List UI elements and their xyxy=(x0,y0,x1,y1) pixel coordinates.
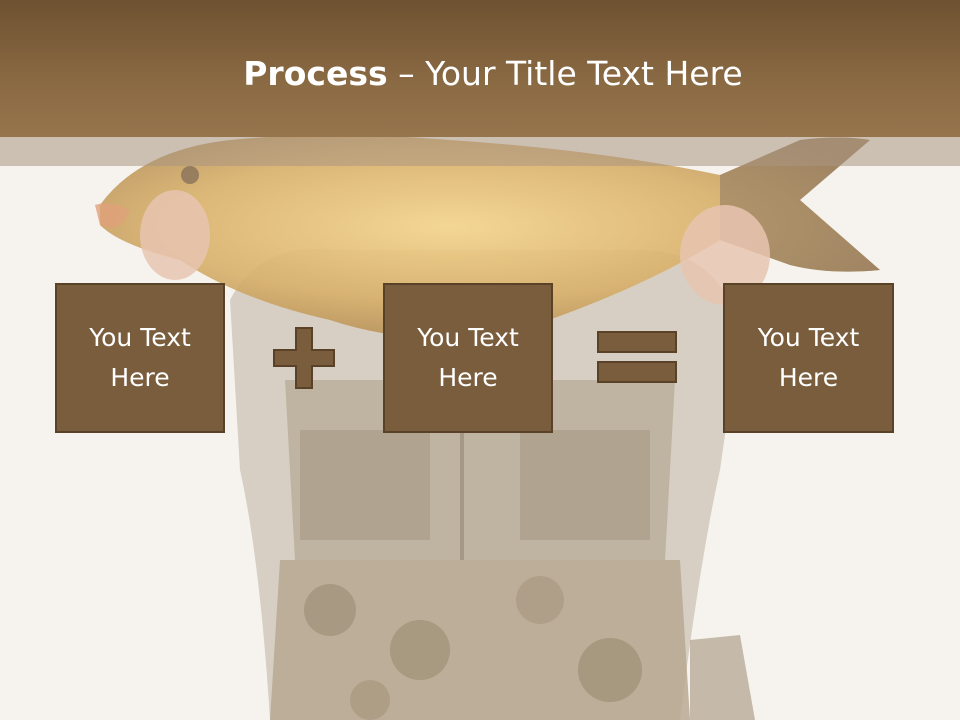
process-box-2-line1: You Text xyxy=(417,323,519,352)
process-box-3-line1: You Text xyxy=(757,323,860,352)
slide-title-bold: Process xyxy=(243,54,388,93)
process-box-1-line2: Here xyxy=(110,363,170,392)
process-box-1-line1: You Text xyxy=(89,323,191,352)
process-box-2-line2: Here xyxy=(438,363,498,392)
title-bar xyxy=(0,0,960,137)
slide-title-rest: – Your Title Text Here xyxy=(387,54,743,93)
process-box-3-line2: Here xyxy=(778,363,839,392)
equals-icon xyxy=(597,331,677,383)
plus-icon xyxy=(273,327,335,389)
slide-title: Process – Your Title Text Here xyxy=(0,52,960,96)
title-under-band xyxy=(0,137,960,166)
